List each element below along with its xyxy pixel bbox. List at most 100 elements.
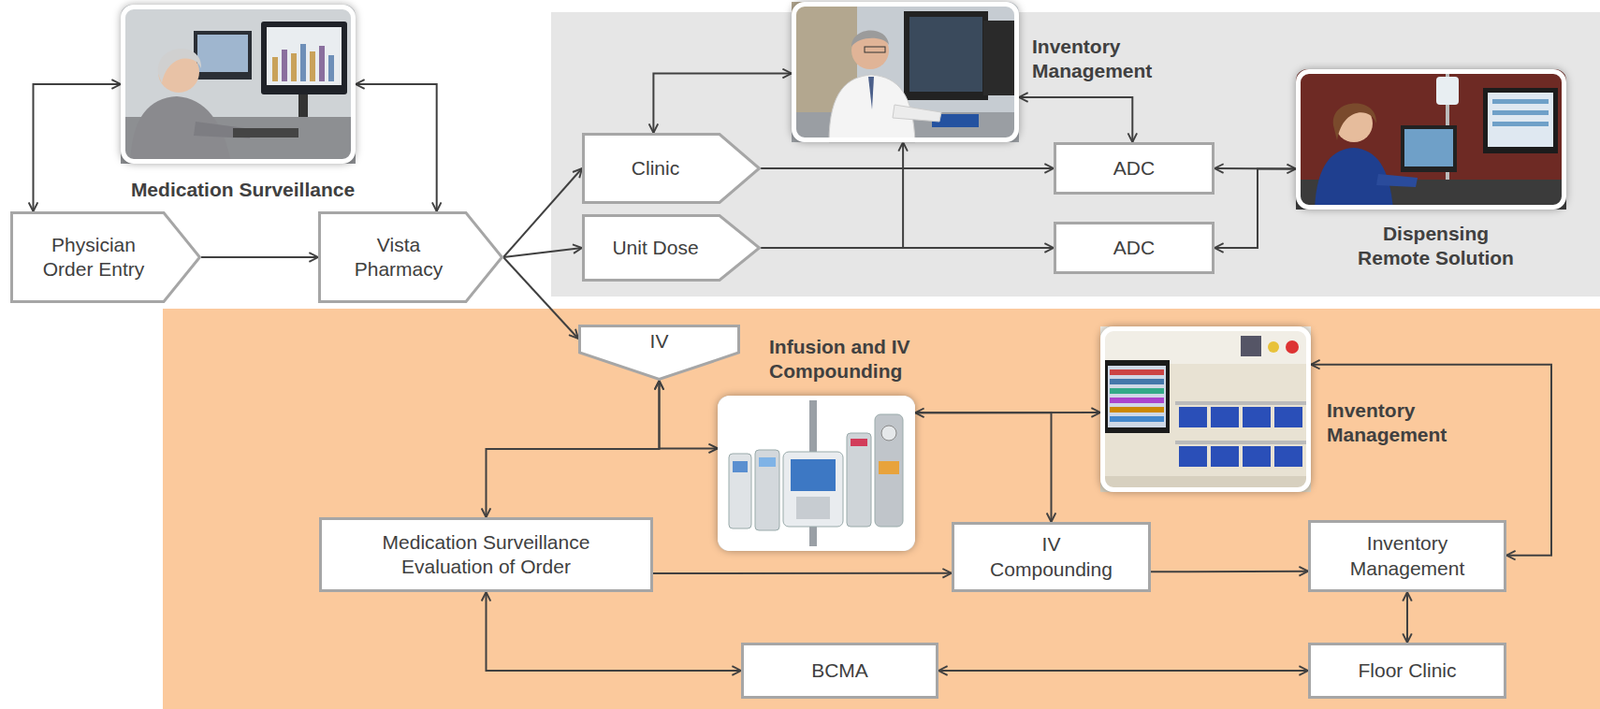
photo-node: Dispensing Remote Solution [1295, 69, 1567, 210]
process-box: ADC [1053, 221, 1215, 275]
cabinet-button [1285, 340, 1299, 354]
connector [659, 380, 719, 449]
pump-accent [878, 461, 900, 475]
text-area: IV Compounding [954, 524, 1149, 590]
person-hair [851, 29, 889, 47]
photo-wall [120, 4, 356, 164]
monitor-screen [1107, 365, 1166, 428]
storage-bin [1274, 407, 1303, 428]
pump-module [728, 453, 752, 529]
monitor-stand [298, 94, 308, 117]
monitor-frame [1400, 125, 1457, 173]
box-label: Medication Surveillance Evaluation of Or… [346, 530, 627, 581]
pump-screen [732, 461, 748, 473]
connector [653, 73, 792, 134]
storage-bin [1178, 446, 1208, 467]
connector [355, 84, 437, 212]
cabinet-body [1100, 326, 1311, 493]
connector [503, 247, 582, 258]
pharmacist-photo [791, 1, 1019, 143]
photo-caption: Medication Surveillance [116, 177, 370, 203]
text-area: Unit Dose [581, 214, 761, 282]
box-label: BCMA [811, 658, 869, 684]
connector [1150, 570, 1309, 574]
box-label: ADC [1113, 156, 1155, 181]
screen-row [1492, 99, 1549, 104]
monitor-frame [903, 11, 989, 101]
person-arm [1376, 174, 1418, 188]
box-label: Floor Clinic [1357, 658, 1456, 684]
photo-node: Medication Surveillance [120, 4, 356, 164]
shape-border [320, 213, 503, 303]
connector [486, 380, 660, 518]
screen-row [1109, 388, 1164, 394]
process-box: BCMA [741, 642, 939, 699]
photo-caption: Inventory Management [1032, 34, 1164, 85]
photo-node: Inventory Management [1100, 326, 1311, 493]
box-label: Physician Order Entry [32, 232, 155, 283]
monitor-screen [197, 34, 248, 73]
text-area: Inventory Management [1310, 523, 1504, 590]
connector [201, 256, 319, 259]
connector [33, 84, 122, 212]
text-area: IV [578, 324, 741, 381]
iv-bag [1436, 76, 1459, 105]
monitor-frame [983, 20, 1019, 96]
screen-row [1492, 110, 1549, 116]
chart-bar [272, 57, 278, 82]
storage-bin [1274, 446, 1303, 467]
cabinet-photo [1100, 326, 1311, 493]
connector [938, 669, 1309, 672]
screen-row [1109, 378, 1164, 385]
storage-bin [1242, 407, 1271, 428]
pump-dial [881, 425, 897, 441]
chart-bar [319, 45, 325, 82]
photo-caption: Infusion and IV Compounding [769, 334, 947, 385]
text-area: BCMA [743, 645, 936, 697]
infusion-pump-photo [717, 395, 916, 552]
box-label: Unit Dose [611, 235, 699, 261]
shape-border [583, 216, 760, 281]
connector [503, 257, 579, 339]
box-label: ADC [1113, 235, 1155, 261]
connector [1406, 592, 1409, 643]
process-arrow: IV [578, 324, 741, 381]
shape-border [12, 213, 201, 303]
chart-bar [328, 55, 335, 82]
box-label: Vista Pharmacy [337, 232, 460, 283]
nurse-photo [1295, 69, 1567, 210]
box-label: IV [650, 329, 670, 354]
box-label: Clinic [631, 156, 680, 181]
storage-bin [1210, 446, 1239, 467]
photo-caption: Dispensing Remote Solution [1349, 221, 1523, 272]
screen-row [1109, 416, 1164, 422]
connector [486, 592, 742, 671]
process-box: IV Compounding [951, 522, 1151, 593]
keyboard [232, 128, 299, 138]
process-arrow: Clinic [581, 132, 761, 204]
pump-controller [783, 451, 844, 527]
pump-module [846, 433, 872, 527]
shape-outline [318, 211, 504, 304]
cabinet-display [1240, 335, 1262, 357]
connector [915, 412, 1052, 523]
text-area: Physician Order Entry [10, 211, 202, 304]
pump-accent [850, 438, 868, 447]
connector [503, 168, 582, 258]
connector [760, 167, 1054, 170]
connector [1018, 97, 1133, 143]
pump-module [755, 450, 780, 531]
screen-row [1109, 397, 1164, 404]
photo-ground [717, 395, 916, 552]
screen-row [1109, 407, 1164, 413]
monitor-screen [1404, 129, 1454, 167]
storage-bin [1178, 407, 1208, 428]
storage-bin [1210, 407, 1239, 428]
pump-screen [758, 457, 776, 467]
process-box: Medication Surveillance Evaluation of Or… [319, 517, 654, 593]
connector [653, 572, 952, 575]
chart-bar [281, 49, 288, 82]
text-area: Vista Pharmacy [318, 211, 504, 304]
pump-module [874, 414, 903, 527]
